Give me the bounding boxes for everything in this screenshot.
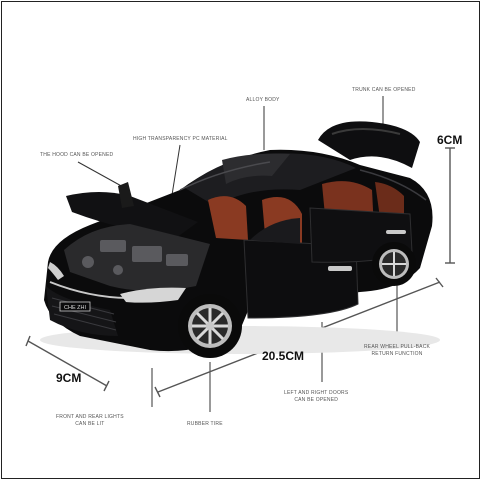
- doors-line-1: LEFT AND RIGHT DOORS: [284, 390, 349, 396]
- width-dim-line: [27, 340, 108, 387]
- plate-text: CHE ZHI: [64, 305, 86, 311]
- doors-line-2: CAN BE OPENED: [294, 397, 339, 403]
- lights-line-2: CAN BE LIT: [75, 421, 105, 427]
- height-dimension-label: 6CM: [437, 133, 463, 147]
- front-wheel: [178, 294, 242, 358]
- open-hood: [66, 192, 198, 238]
- hood-leader: [77, 161, 126, 189]
- hood-callout: THE HOOD CAN BE OPENED: [40, 152, 114, 158]
- front-door-handle: [328, 266, 352, 271]
- rear-door-handle: [386, 230, 406, 234]
- pullback-line-2: RETURN FUNCTION: [371, 351, 423, 357]
- doors-callout: LEFT AND RIGHT DOORS CAN BE OPENED: [284, 390, 348, 404]
- width-dimension-label: 9CM: [56, 371, 82, 385]
- headlight-left: [48, 262, 64, 280]
- pc-material-callout: HIGH TRANSPARENCY PC MATERIAL: [133, 136, 228, 142]
- tire-callout: RUBBER TIRE: [187, 421, 223, 427]
- lights-callout: FRONT AND REAR LIGHTS CAN BE LIT: [56, 414, 124, 428]
- lights-line-1: FRONT AND REAR LIGHTS: [56, 414, 124, 420]
- alloy-body-callout: ALLOY BODY: [246, 97, 280, 103]
- headlight-right: [120, 287, 186, 303]
- rear-wheel: [372, 242, 416, 286]
- trunk-callout: TRUNK CAN BE OPENED: [352, 87, 416, 93]
- pc-leader: [171, 144, 181, 196]
- chrome-strip: [49, 281, 131, 299]
- pullback-callout: REAR WHEEL PULL-BACK RETURN FUNCTION: [364, 344, 430, 358]
- length-dimension-label: 20.5CM: [262, 349, 305, 363]
- front-seat: [208, 196, 248, 240]
- pullback-line-1: REAR WHEEL PULL-BACK: [364, 344, 431, 350]
- license-plate: [59, 301, 91, 312]
